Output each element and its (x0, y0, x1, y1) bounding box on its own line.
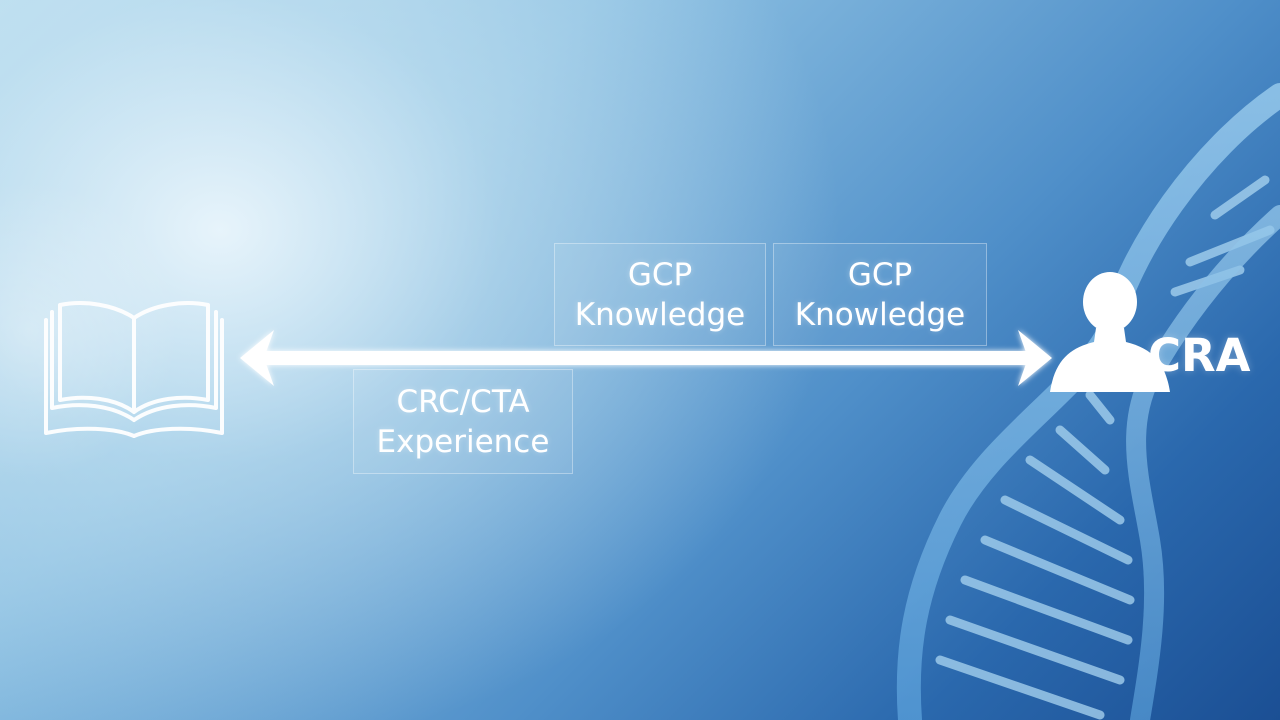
gcp-knowledge-line2: Knowledge (794, 296, 966, 333)
gcp-knowledge-line1: GCP (627, 256, 693, 293)
crc-cta-experience-label: CRC/CTA Experience (353, 369, 573, 474)
gcp-knowledge-line2: Knowledge (574, 296, 746, 333)
crc-cta-line2: Experience (376, 423, 550, 460)
dna-strand-inner (1126, 205, 1280, 720)
crc-cta-line1: CRC/CTA (396, 383, 530, 420)
gcp-knowledge-label: GCP Knowledge (554, 243, 766, 346)
gcp-knowledge-label-2: GCP Knowledge (773, 243, 987, 346)
dna-rungs (935, 175, 1275, 720)
gcp-knowledge-line1: GCP (847, 256, 913, 293)
dna-strand-outer (896, 83, 1280, 720)
cra-role-label: CRA (1148, 329, 1251, 382)
